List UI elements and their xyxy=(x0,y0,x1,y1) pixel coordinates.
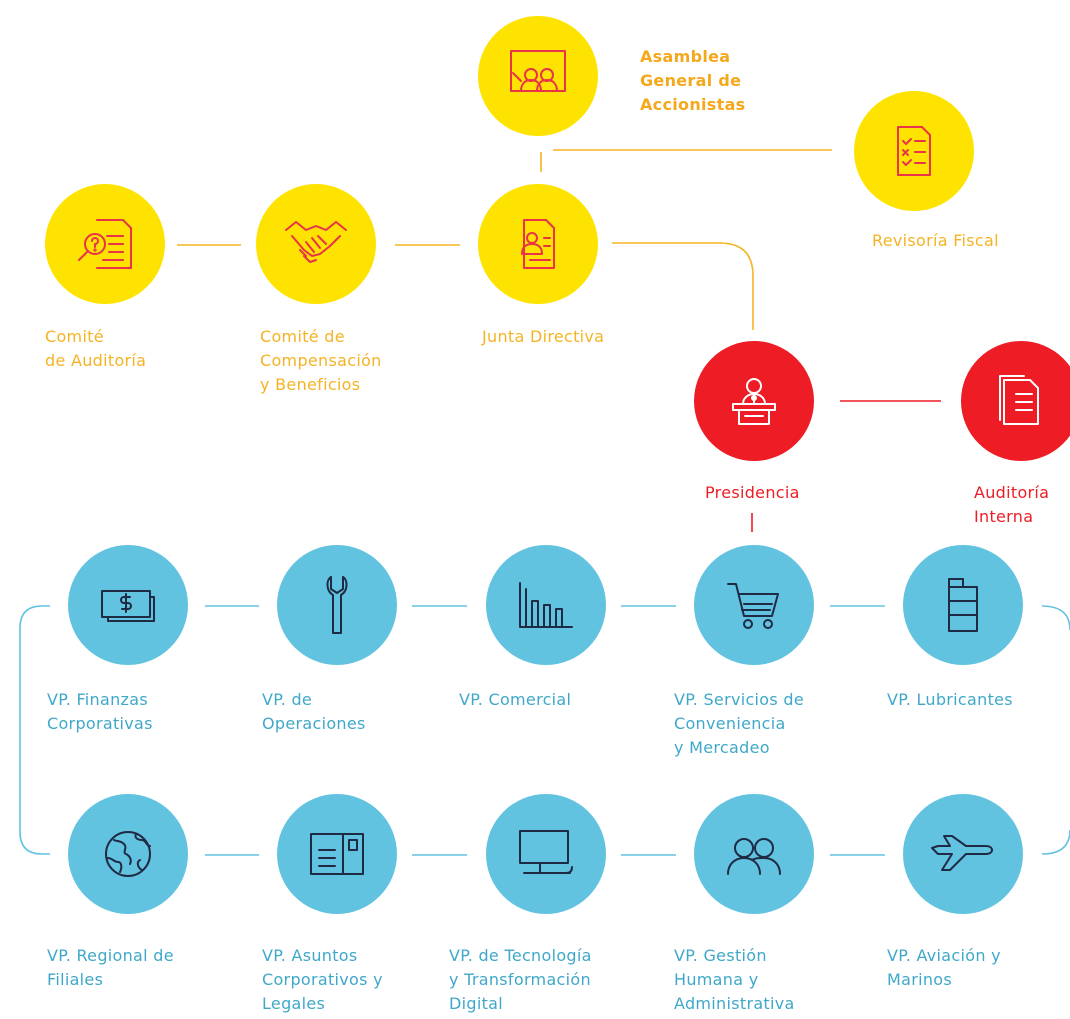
asamblea-node xyxy=(478,16,598,136)
connector-right-loop-bottom xyxy=(1041,829,1070,855)
connector-left-loop xyxy=(19,605,50,855)
connector-right-loop-top xyxy=(1041,605,1070,631)
presidencia-node xyxy=(694,341,814,461)
vp-filiales-node xyxy=(68,794,188,914)
auditoria-interna-node xyxy=(961,341,1070,461)
connector-junta-presidencia xyxy=(612,242,754,330)
checklist-icon xyxy=(897,126,931,176)
compensacion-label: Comité de Compensación y Beneficios xyxy=(260,327,382,394)
vp-asuntos-node xyxy=(277,794,397,914)
vp-tecnologia-label: VP. de Tecnología y Transformación Digit… xyxy=(449,946,592,1013)
vp-comercial-node xyxy=(486,545,606,665)
handshake-icon xyxy=(285,221,347,263)
vp-gestion-label: VP. Gestión Humana y Administrativa xyxy=(674,946,795,1013)
money-bill-icon xyxy=(101,590,155,622)
bar-chart-icon xyxy=(519,582,573,628)
airplane-icon xyxy=(931,835,993,871)
podium-speaker-icon xyxy=(732,378,776,425)
vp-lubricantes-label: VP. Lubricantes xyxy=(887,690,1013,709)
vp-lubricantes-node xyxy=(903,545,1023,665)
vp-aviacion-node xyxy=(903,794,1023,914)
vp-asuntos-label: VP. Asuntos Corporativos y Legales xyxy=(262,946,383,1013)
vp-tecnologia-node xyxy=(486,794,606,914)
junta-node xyxy=(478,184,598,304)
files-icon xyxy=(999,375,1039,425)
shopping-cart-icon xyxy=(727,583,779,629)
junta-label: Junta Directiva xyxy=(482,327,605,346)
computer-monitor-icon xyxy=(519,830,573,874)
compensacion-node xyxy=(256,184,376,304)
mail-postcard-icon xyxy=(310,833,364,875)
auditoria-comite-label: Comité de Auditoría xyxy=(45,327,147,370)
presidencia-label: Presidencia xyxy=(705,483,800,502)
revisoria-node xyxy=(854,91,974,211)
oil-can-icon xyxy=(948,578,978,632)
asamblea-label: Asamblea General de Accionistas xyxy=(640,47,746,114)
people-group-icon xyxy=(727,838,781,875)
auditoria-interna-label: Auditoría Interna xyxy=(974,483,1050,526)
vp-gestion-node xyxy=(694,794,814,914)
document-search-icon xyxy=(78,219,132,269)
revisoria-label: Revisoría Fiscal xyxy=(872,231,999,250)
vp-comercial-label: VP. Comercial xyxy=(459,690,572,709)
wrench-icon xyxy=(326,576,348,634)
vp-finanzas-label: VP. Finanzas Corporativas xyxy=(47,690,153,733)
auditoria-comite-node xyxy=(45,184,165,304)
globe-icon xyxy=(105,831,151,877)
vp-aviacion-label: VP. Aviación y Marinos xyxy=(887,946,1001,989)
presentation-icon xyxy=(510,50,566,92)
vp-filiales-label: VP. Regional de Filiales xyxy=(47,946,174,989)
vp-servicios-node xyxy=(694,545,814,665)
vp-operaciones-node xyxy=(277,545,397,665)
vp-operaciones-label: VP. de Operaciones xyxy=(262,690,366,733)
vp-finanzas-node xyxy=(68,545,188,665)
vp-servicios-label: VP. Servicios de Conveniencia y Mercadeo xyxy=(674,690,805,757)
profile-document-icon xyxy=(521,219,555,269)
